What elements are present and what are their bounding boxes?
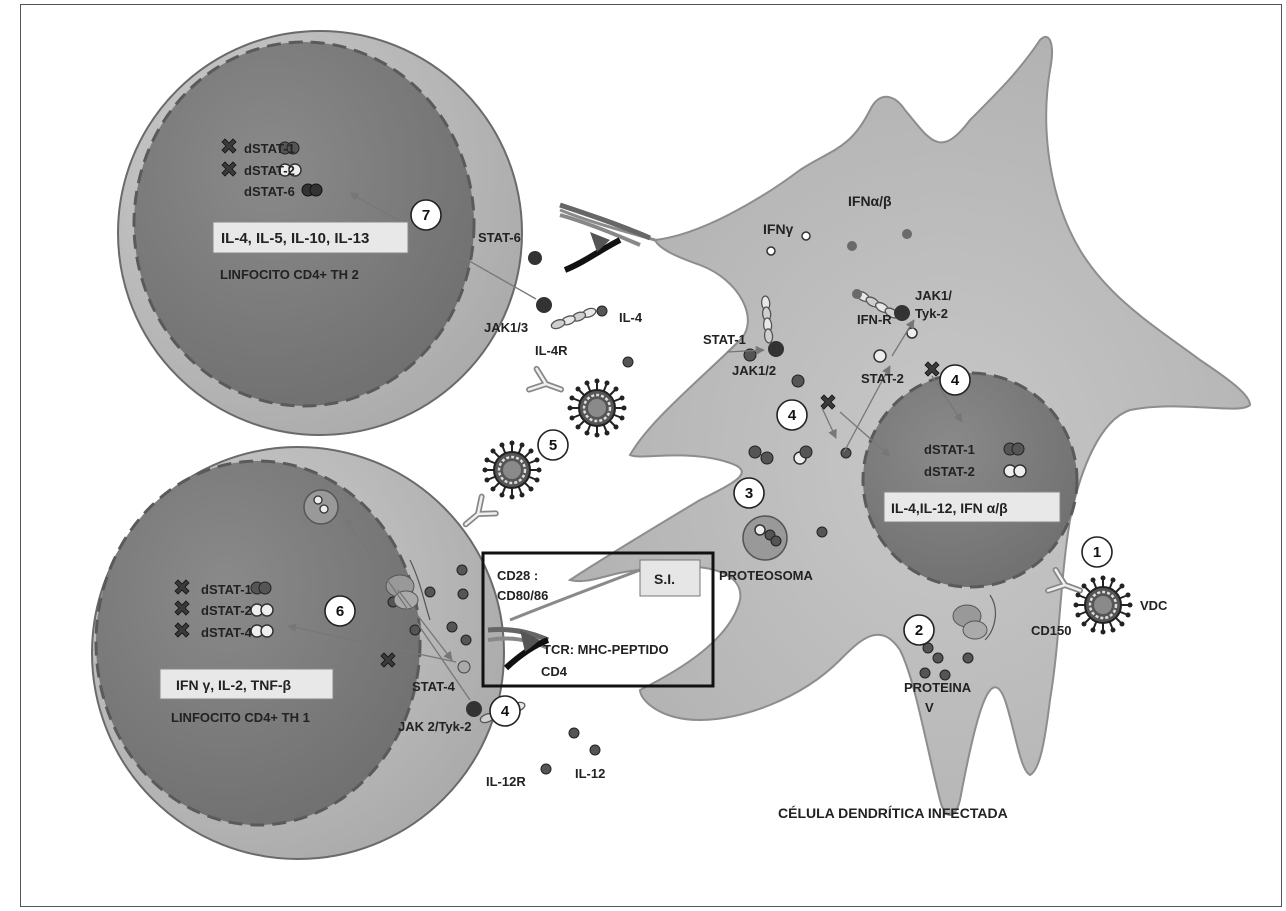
- cd80-label: CD80/86: [497, 588, 548, 603]
- th2-contact-complex: [559, 202, 651, 273]
- th1-vesicle: [303, 489, 339, 525]
- proteosoma: [742, 515, 788, 561]
- dc-cytokine-box: [883, 491, 1061, 523]
- proteina-v-label: V: [925, 700, 934, 715]
- th2-cytokines: IL-4, IL-5, IL-10, IL-13: [221, 230, 369, 247]
- il12-dots: [540, 727, 601, 775]
- dendritic-nucleus: [861, 371, 1079, 589]
- ifn-ab-label: IFNα/β: [848, 193, 892, 209]
- stat1-dot: [743, 348, 757, 362]
- virus-th2: [566, 377, 628, 439]
- th1-title: LINFOCITO CD4+ TH 1: [171, 710, 310, 725]
- dc-stat-pairs: [1003, 442, 1027, 478]
- th2-stat-pairs: [278, 141, 323, 197]
- cd28-label: CD28 :: [497, 568, 538, 583]
- il4-dots: [596, 305, 634, 368]
- ifn-gamma-label: IFNγ: [763, 221, 794, 237]
- il4r-receptor: [549, 306, 598, 331]
- dc-cytokines: IL-4,IL-12, IFN α/β: [891, 500, 1008, 516]
- antibody-th2: [529, 369, 565, 400]
- step-circle: [537, 429, 569, 461]
- step-number: 4: [788, 407, 797, 424]
- step-number: 4: [951, 372, 960, 389]
- cd150-label: CD150: [1031, 623, 1071, 638]
- figure-frame: [20, 4, 1282, 907]
- step-number: 5: [549, 437, 557, 454]
- jak1tyk2-dot: [894, 305, 910, 321]
- tcr-mhc-complex: [487, 627, 550, 671]
- jak13-label: JAK1/3: [484, 320, 528, 335]
- dc-title: CÉLULA DENDRÍTICA INFECTADA: [778, 805, 1008, 821]
- step-number: 2: [915, 622, 923, 639]
- antibody-th1: [459, 497, 496, 533]
- step-circle: [776, 399, 808, 431]
- ifn-r-label: IFN-R: [857, 312, 892, 327]
- th1-cytokines: IFN γ, IL-2, TNF-β: [176, 677, 292, 693]
- virus-free: [481, 439, 543, 501]
- proteosoma-label: PROTEOSOMA: [719, 568, 814, 583]
- tyk2-label: Tyk-2: [915, 306, 948, 321]
- ifn-gamma-dots: [766, 231, 811, 256]
- dc-ribosome: [952, 594, 997, 641]
- dc-dstat2: dSTAT-2: [924, 464, 975, 479]
- step-circle: [939, 364, 971, 396]
- step-circle: [733, 477, 765, 509]
- vdc-label: VDC: [1140, 598, 1168, 613]
- stat6-dot: [528, 251, 542, 265]
- stat6-label: STAT-6: [478, 230, 521, 245]
- jak2tyk2-dot: [466, 701, 482, 717]
- si-label: S.I.: [654, 571, 675, 587]
- step-number: 6: [336, 603, 344, 620]
- synapse-box: [481, 551, 715, 688]
- step-number: 7: [422, 207, 430, 224]
- proteina-label: PROTEINA: [904, 680, 972, 695]
- jak13-dot: [536, 297, 552, 313]
- step-circle: [1081, 536, 1113, 568]
- signal-arrows: [287, 192, 963, 701]
- th1-stat-pairs: [250, 581, 274, 638]
- jak1-label: JAK1/: [915, 288, 952, 303]
- th1-nucleus: [94, 459, 422, 827]
- il4-label: IL-4: [619, 310, 643, 325]
- step-number: 4: [501, 703, 510, 720]
- th2-dstat2: dSTAT-2: [244, 163, 295, 178]
- dc-dstat1: dSTAT-1: [924, 442, 975, 457]
- stat4-dot: [457, 660, 471, 674]
- si-box: [639, 559, 701, 597]
- th1-cytokine-box: [159, 668, 334, 700]
- th2-dstat6: dSTAT-6: [244, 184, 295, 199]
- step-number: 1: [1093, 544, 1101, 561]
- th1-ribosome: [385, 559, 431, 621]
- jak2tyk2-label: JAK 2/Tyk-2: [398, 719, 471, 734]
- th1-dstat2: dSTAT-2: [201, 603, 252, 618]
- stat2-label: STAT-2: [861, 371, 904, 386]
- dc-arm-th1: [509, 568, 641, 622]
- il4r-label: IL-4R: [535, 343, 568, 358]
- stat1-label: STAT-1: [703, 332, 746, 347]
- stat1-dot-lower: [791, 374, 805, 388]
- il12r-label: IL-12R: [486, 774, 526, 789]
- step-markers: 1 2 3 4 4 4 5 6 7: [324, 199, 1113, 727]
- step-circle: [324, 595, 356, 627]
- stat4-label: STAT-4: [412, 679, 456, 694]
- ifn-ab-dots: [847, 229, 912, 299]
- dc-cytoplasm-dots: [748, 445, 974, 681]
- step-circle: [410, 199, 442, 231]
- th1-dstat1: dSTAT-1: [201, 582, 252, 597]
- cd4-label: CD4: [541, 664, 568, 679]
- th2-cytokine-box: [212, 221, 409, 254]
- jak12-dot: [768, 341, 784, 357]
- virus-vdc: [1072, 574, 1134, 636]
- th1-dstat4: dSTAT-4: [201, 625, 253, 640]
- step-circle: [903, 614, 935, 646]
- th2-dstat1: dSTAT-1: [244, 141, 295, 156]
- stat2-dot: [873, 349, 887, 363]
- tcr-label: TCR: MHC-PEPTIDO: [543, 642, 669, 657]
- jak12-label: JAK1/2: [732, 363, 776, 378]
- th2-title: LINFOCITO CD4+ TH 2: [220, 267, 359, 282]
- il12-label: IL-12: [575, 766, 605, 781]
- step-number: 3: [745, 485, 753, 502]
- step-circle: [489, 695, 521, 727]
